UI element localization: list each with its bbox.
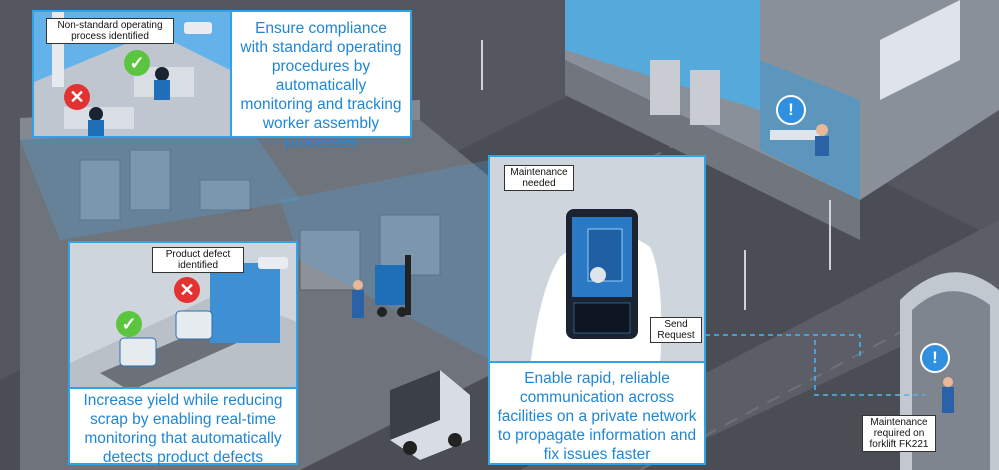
non-standard-process-label: Non-standard operating process identifie… bbox=[46, 18, 174, 44]
x-icon: ✕ bbox=[174, 277, 200, 303]
x-icon: ✕ bbox=[64, 84, 90, 110]
product-defect-label: Product defect identified bbox=[152, 247, 244, 273]
camera-icon bbox=[184, 22, 212, 34]
inset-maintenance-request: Maintenance needed Send Request bbox=[488, 155, 706, 363]
exclamation-icon: ! bbox=[776, 95, 806, 125]
caption-private-network: Enable rapid, reliable communication acr… bbox=[488, 361, 706, 465]
forklift-maintenance-label: Maintenance required on forklift FK221 bbox=[862, 415, 936, 452]
inset-product-defect: Product defect identified ✕ ✓ bbox=[68, 241, 298, 389]
send-request-label: Send Request bbox=[650, 317, 702, 343]
caption-product-defect: Increase yield while reducing scrap by e… bbox=[68, 387, 298, 466]
camera-icon bbox=[258, 257, 288, 269]
check-icon: ✓ bbox=[116, 311, 142, 337]
check-icon: ✓ bbox=[124, 50, 150, 76]
maintenance-needed-label: Maintenance needed bbox=[504, 165, 574, 191]
caption-assembly-monitoring: Ensure compliance with standard operatin… bbox=[230, 10, 412, 151]
inset-assembly-monitoring: Non-standard operating process identifie… bbox=[32, 10, 232, 138]
exclamation-icon: ! bbox=[920, 343, 950, 373]
